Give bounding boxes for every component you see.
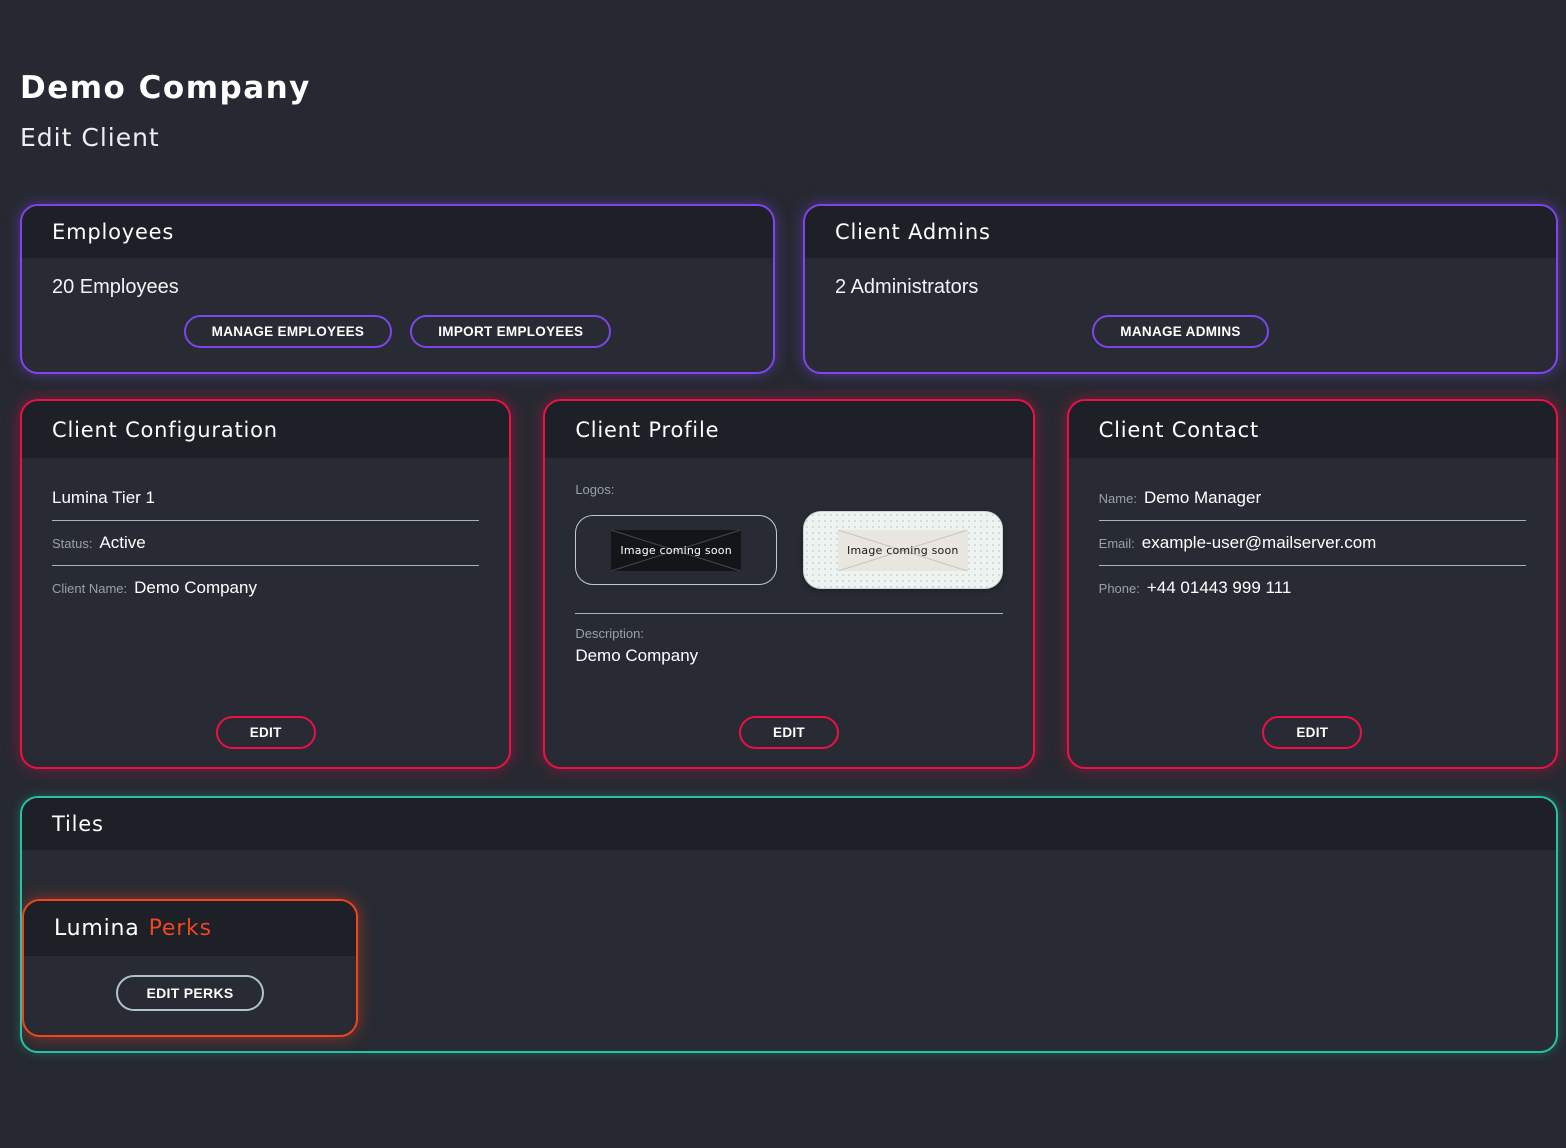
status-value: Active — [99, 533, 146, 552]
client-admins-card-title: Client Admins — [805, 206, 1556, 258]
contact-email-field: Email: example-user@mailserver.com — [1098, 527, 1526, 566]
manage-admins-button[interactable]: MANAGE ADMINS — [1092, 315, 1269, 348]
status-field: Status: Active — [52, 527, 480, 566]
image-placeholder-dark: Image coming soon — [611, 529, 741, 571]
page-subtitle: Edit Client — [20, 123, 160, 152]
contact-name-field: Name: Demo Manager — [1098, 482, 1526, 521]
employees-card-title: Employees — [22, 206, 773, 258]
detail-cards-row: Client Configuration Lumina Tier 1 Statu… — [20, 399, 1558, 769]
employees-card: Employees 20 Employees MANAGE EMPLOYEES … — [20, 204, 775, 374]
logo-light-placeholder-box: Image coming soon — [802, 511, 1003, 589]
contact-phone-value: +44 01443 999 111 — [1146, 578, 1292, 597]
edit-contact-button[interactable]: EDIT — [1262, 716, 1363, 749]
contact-phone-field: Phone: +44 01443 999 111 — [1099, 572, 1526, 610]
cross-lines-icon — [838, 530, 968, 571]
client-name-field: Client Name: Demo Company — [52, 572, 479, 610]
import-employees-button[interactable]: IMPORT EMPLOYEES — [410, 315, 612, 348]
employees-card-body: 20 Employees MANAGE EMPLOYEES IMPORT EMP… — [22, 258, 773, 372]
client-admins-card: Client Admins 2 Administrators MANAGE AD… — [803, 204, 1558, 374]
page-title: Demo Company — [20, 70, 311, 106]
client-configuration-card-body: Lumina Tier 1 Status: Active Client Name:… — [22, 458, 509, 767]
contact-name-label: Name: — [1098, 491, 1137, 506]
tiles-card: Tiles Lumina Perks EDIT PERKS — [20, 796, 1558, 1053]
logos-label: Logos: — [575, 482, 615, 497]
profile-divider — [575, 613, 1003, 614]
admins-button-row: MANAGE ADMINS — [835, 315, 1526, 348]
tiles-card-title: Tiles — [22, 798, 1556, 850]
edit-perks-button[interactable]: EDIT PERKS — [116, 975, 264, 1011]
logos-row: Image coming soon Image coming soon — [575, 511, 1003, 589]
tier-value: Lumina Tier 1 — [52, 488, 155, 507]
client-profile-card: Client Profile Logos: Image coming soon — [543, 399, 1035, 769]
image-placeholder-light: Image coming soon — [838, 529, 968, 571]
description-value: Demo Company — [575, 646, 699, 665]
edit-configuration-button[interactable]: EDIT — [215, 716, 316, 749]
admins-count: 2 Administrators — [835, 276, 979, 298]
tiles-card-body: Lumina Perks EDIT PERKS — [22, 850, 1556, 1051]
employees-button-row: MANAGE EMPLOYEES IMPORT EMPLOYEES — [52, 315, 743, 348]
contact-email-value: example-user@mailserver.com — [1141, 533, 1377, 552]
contact-name-value: Demo Manager — [1143, 488, 1262, 507]
employees-count: 20 Employees — [52, 276, 179, 298]
top-cards-row: Employees 20 Employees MANAGE EMPLOYEES … — [20, 204, 1558, 374]
edit-client-page: Demo Company Edit Client Employees 20 Em… — [20, 70, 1558, 1053]
contact-email-label: Email: — [1098, 536, 1135, 551]
client-name-label: Client Name: — [52, 581, 128, 596]
client-profile-card-body: Logos: Image coming soon — [545, 458, 1032, 767]
status-label: Status: — [52, 536, 93, 551]
description-label: Description: — [575, 626, 644, 641]
cross-lines-icon — [611, 530, 741, 571]
client-profile-card-title: Client Profile — [545, 401, 1033, 458]
client-configuration-card-title: Client Configuration — [22, 401, 510, 458]
contact-phone-label: Phone: — [1098, 581, 1140, 596]
perks-accent-text: Perks — [148, 915, 212, 941]
client-contact-card-title: Client Contact — [1068, 401, 1556, 458]
logo-dark-placeholder-box: Image coming soon — [575, 515, 777, 585]
tier-field: Lumina Tier 1 — [52, 482, 480, 521]
image-coming-soon-text: Image coming soon — [847, 543, 959, 557]
perks-brand-text: Lumina — [54, 915, 140, 941]
client-admins-card-body: 2 Administrators MANAGE ADMINS — [805, 258, 1556, 372]
manage-employees-button[interactable]: MANAGE EMPLOYEES — [183, 315, 393, 348]
client-contact-card-body: Name: Demo Manager Email: example-user@mai… — [1069, 458, 1556, 767]
client-name-value: Demo Company — [134, 578, 257, 597]
lumina-perks-tile: Lumina Perks EDIT PERKS — [22, 898, 358, 1037]
client-contact-card: Client Contact Name: Demo Manager Email: e… — [1066, 399, 1558, 769]
client-configuration-card: Client Configuration Lumina Tier 1 Statu… — [20, 399, 512, 769]
image-coming-soon-text: Image coming soon — [620, 543, 732, 557]
lumina-perks-tile-title: Lumina Perks — [24, 900, 356, 956]
edit-profile-button[interactable]: EDIT — [739, 716, 839, 749]
lumina-perks-tile-body: EDIT PERKS — [24, 956, 356, 1035]
